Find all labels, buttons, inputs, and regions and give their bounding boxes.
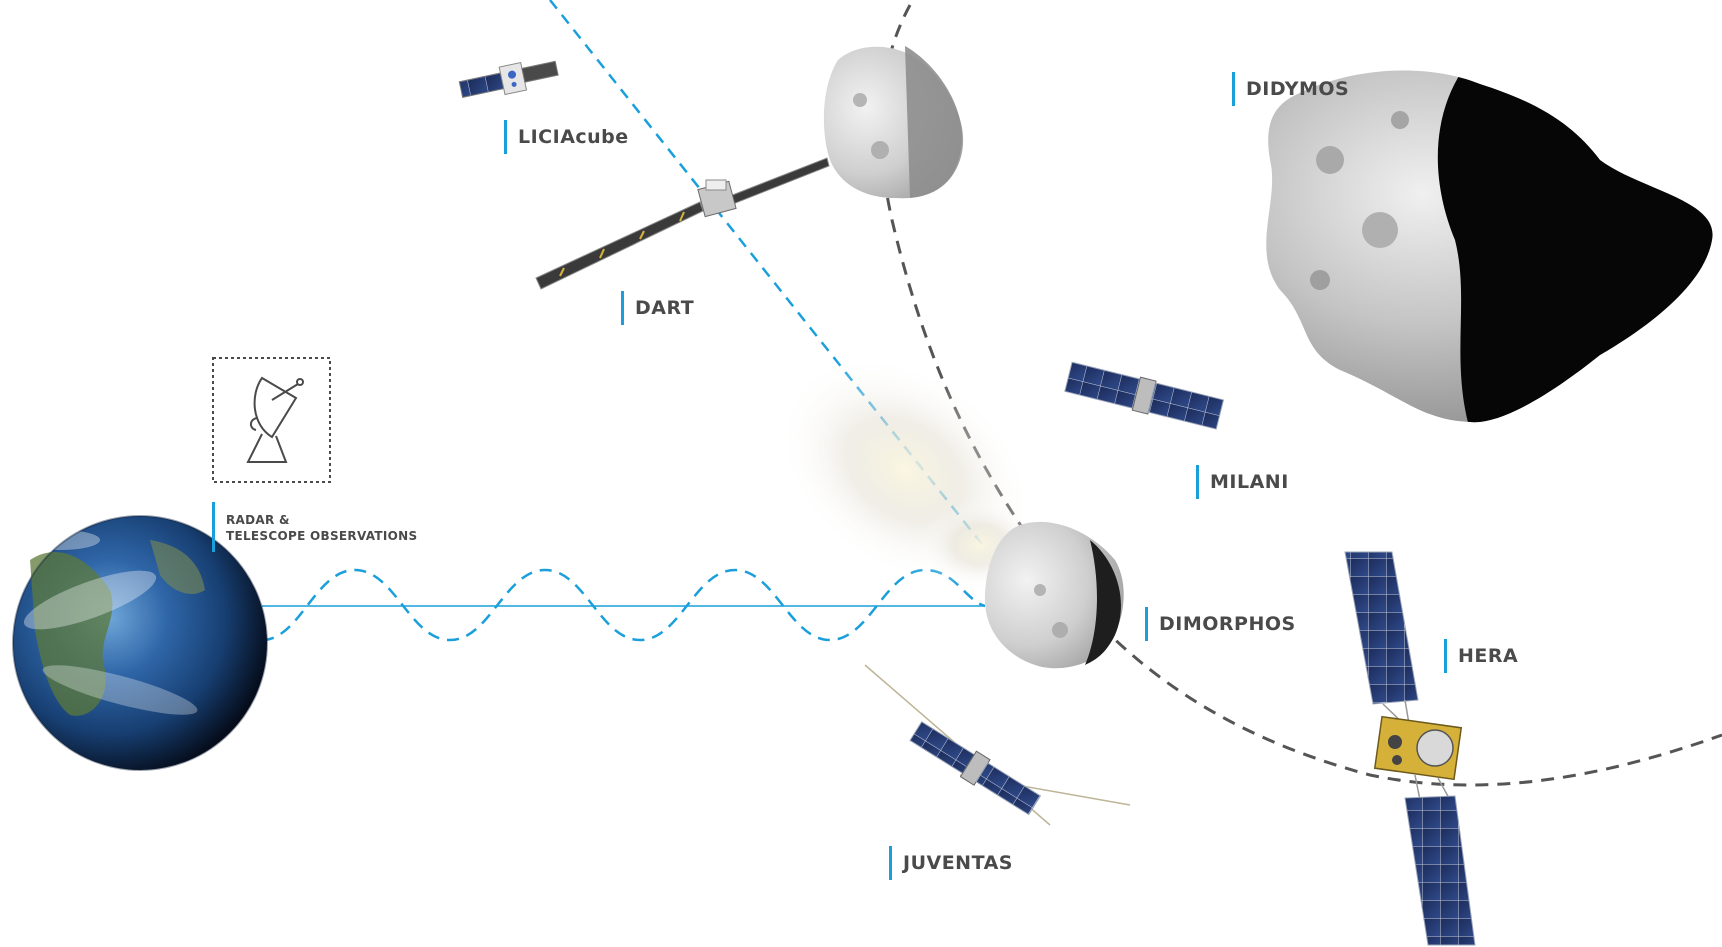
- juventas-spacecraft: [864, 664, 1131, 826]
- earth: [12, 515, 268, 771]
- asteroid-top: [823, 46, 964, 199]
- label-didymos-text: DIDYMOS: [1246, 78, 1350, 100]
- didymos-asteroid: [1266, 70, 1713, 423]
- label-dimorphos-text: DIMORPHOS: [1159, 613, 1296, 635]
- label-dimorphos: DIMORPHOS: [1145, 607, 1296, 641]
- liciacube-spacecraft: [458, 60, 559, 98]
- hera-spacecraft: [1344, 551, 1476, 946]
- radar-wave: [261, 568, 986, 642]
- label-liciacube-text: LICIAcube: [518, 126, 629, 148]
- label-milani: MILANI: [1196, 465, 1289, 499]
- label-juventas: JUVENTAS: [889, 846, 1013, 880]
- label-milani-text: MILANI: [1210, 471, 1289, 493]
- label-radar-line1: RADAR &: [226, 513, 290, 527]
- label-liciacube: LICIAcube: [504, 120, 629, 154]
- dart-spacecraft: [535, 157, 830, 290]
- label-dart: DART: [621, 291, 694, 325]
- label-hera-text: HERA: [1458, 645, 1519, 667]
- radar-dish-icon: [212, 357, 331, 483]
- label-didymos: DIDYMOS: [1232, 72, 1349, 106]
- label-radar-telescope: RADAR & TELESCOPE OBSERVATIONS: [212, 502, 417, 552]
- label-dart-text: DART: [635, 297, 695, 319]
- dimorphos-asteroid: [985, 521, 1124, 669]
- dart-trajectory: [549, 0, 986, 549]
- label-radar-line2: TELESCOPE OBSERVATIONS: [226, 529, 418, 543]
- label-hera: HERA: [1444, 639, 1518, 673]
- milani-spacecraft: [1064, 361, 1225, 430]
- label-juventas-text: JUVENTAS: [903, 852, 1013, 874]
